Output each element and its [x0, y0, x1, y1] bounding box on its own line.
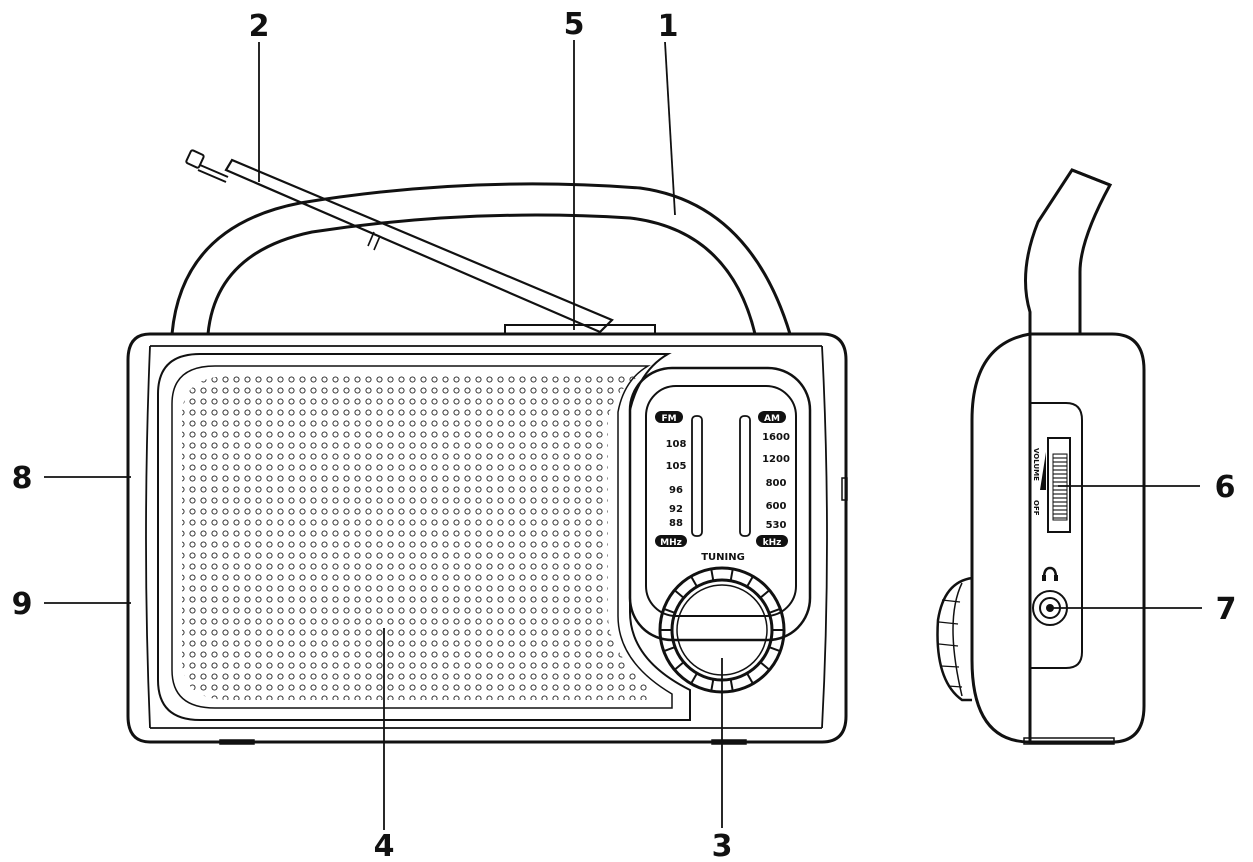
fm-unit-label: MHz [660, 538, 682, 548]
callout-labels: 1 2 3 4 5 6 7 8 9 [12, 7, 1237, 862]
fm-scale-tick: 108 [666, 439, 687, 450]
radio-body [126, 332, 848, 745]
mhz-badge [655, 535, 687, 547]
fm-scale-tick: 105 [666, 461, 687, 472]
knob-grip-tick [710, 568, 715, 581]
fm-scale-tick: 96 [669, 485, 683, 496]
knob-grip-tick [768, 607, 781, 614]
knob-grip-tick [710, 679, 715, 692]
am-scale-tick: 800 [766, 478, 787, 489]
knob-grip-tick [768, 646, 781, 653]
knob-grip-tick [690, 672, 698, 685]
callout-6: 6 [1215, 470, 1236, 505]
knob-grip-tick [663, 646, 676, 653]
telescopic-antenna [185, 149, 614, 334]
am-scale-tick: 1600 [762, 432, 790, 443]
knob-grip-tick [673, 661, 685, 671]
radio-front-view: FM AM 108 105 96 92 88 1600 1200 800 600… [126, 149, 848, 745]
fm-scale-tick: 92 [669, 504, 683, 515]
callout-9: 9 [12, 587, 33, 622]
am-scale-tick: 530 [766, 520, 787, 531]
knob-grip-tick [663, 607, 676, 614]
knob-grip-tick [729, 568, 734, 581]
callout-7: 7 [1216, 592, 1237, 627]
off-label: OFF [1032, 500, 1040, 516]
knob-grip-tick [759, 661, 771, 671]
knob-grip-tick [673, 589, 685, 599]
callout-4: 4 [374, 829, 395, 862]
headphone-icon [1042, 566, 1058, 581]
callout-2: 2 [249, 9, 270, 44]
tuning-knob[interactable] [658, 566, 786, 694]
knob-grip-tick [690, 575, 698, 588]
callout-3: 3 [712, 829, 733, 862]
fm-scale-tick: 88 [669, 518, 683, 529]
knob-grip-tick [746, 575, 754, 588]
headphone-jack[interactable] [1032, 566, 1068, 626]
fm-badge [655, 411, 683, 423]
knob-grip-tick [746, 672, 754, 685]
callout-1: 1 [658, 9, 679, 44]
tuning-label: TUNING [701, 552, 745, 563]
carry-handle [170, 182, 792, 335]
callout-8: 8 [12, 461, 33, 496]
am-badge [758, 411, 786, 423]
knob-grip-tick [759, 589, 771, 599]
callout-5: 5 [564, 7, 585, 42]
leader-lines [44, 40, 1202, 830]
tuning-knob-side [936, 576, 973, 702]
am-unit-label: kHz [763, 538, 782, 548]
khz-badge [756, 535, 788, 547]
am-scale-tick: 1200 [762, 454, 790, 465]
am-label: AM [764, 414, 780, 424]
knob-grip-tick [729, 679, 734, 692]
volume-label: VOLUME [1032, 448, 1040, 481]
volume-wheel[interactable]: VOLUME OFF [1032, 437, 1071, 533]
am-scale-tick: 600 [766, 501, 787, 512]
radio-side-view: VOLUME OFF [936, 168, 1146, 745]
tuning-panel: FM AM 108 105 96 92 88 1600 1200 800 600… [628, 366, 812, 642]
speaker-grille [157, 353, 691, 721]
fm-label: FM [661, 414, 676, 424]
